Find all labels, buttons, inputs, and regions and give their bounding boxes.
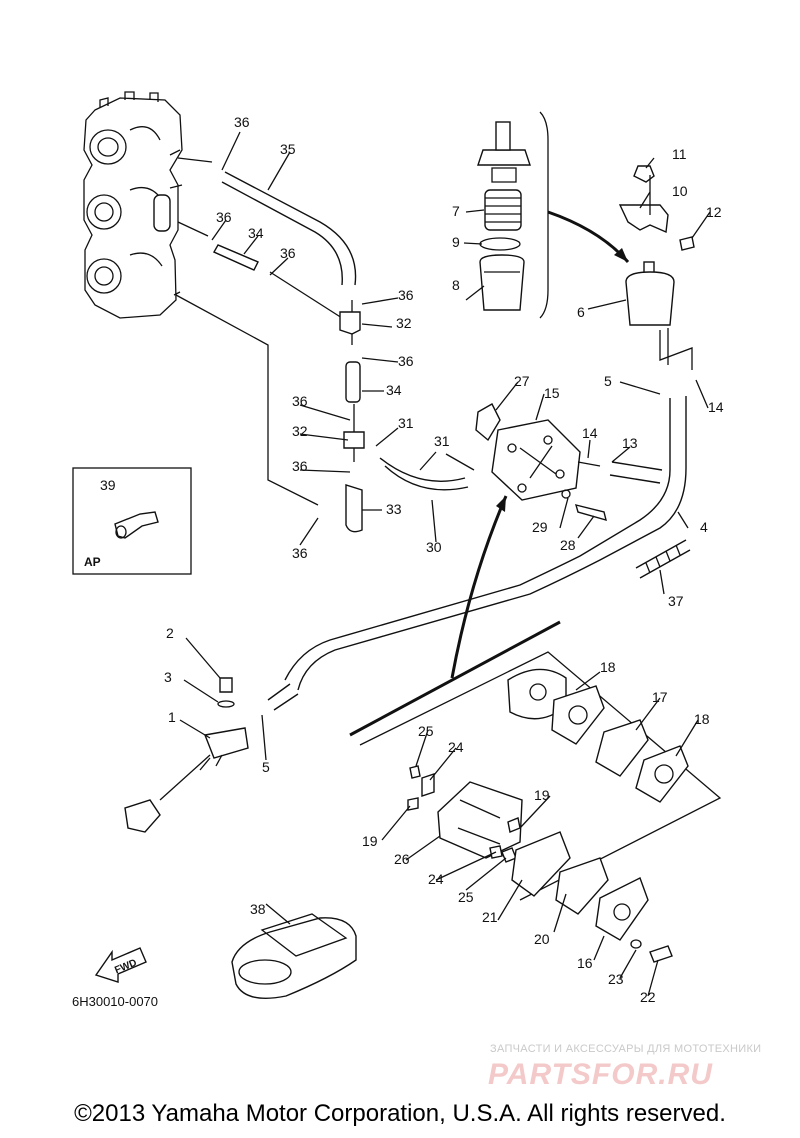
watermark-logo: PARTSFOR.RU: [488, 1058, 713, 1091]
callout-28: 28: [560, 537, 576, 553]
callout-36d: 36: [398, 287, 414, 303]
callout-37: 37: [668, 593, 684, 609]
callout-36f: 36: [292, 393, 308, 409]
callout-24b: 24: [428, 871, 444, 887]
callout-16: 16: [577, 955, 593, 971]
copyright-footer: ©2013 Yamaha Motor Corporation, U.S.A. A…: [74, 1100, 726, 1127]
callout-33: 33: [386, 501, 402, 517]
leader-lines: [179, 131, 711, 997]
upper-hoses: [175, 157, 469, 533]
callout-38: 38: [250, 901, 266, 917]
callout-35: 35: [280, 141, 296, 157]
callout-4: 4: [700, 519, 708, 535]
callout-13: 13: [622, 435, 638, 451]
callout-18a: 18: [600, 659, 616, 675]
callout-23: 23: [608, 971, 624, 987]
diagram-code: 6H30010-0070: [72, 994, 158, 1009]
fuel-filter-group: [477, 111, 630, 319]
cover-38: [231, 913, 357, 999]
callout-17: 17: [652, 689, 668, 705]
callout-10: 10: [672, 183, 688, 199]
callout-36a: 36: [234, 114, 250, 130]
callout-22: 22: [640, 989, 656, 1005]
callout-6: 6: [577, 304, 585, 320]
callout-29: 29: [532, 519, 548, 535]
callout-32b: 32: [292, 423, 308, 439]
carburetor-assembly: [83, 91, 183, 319]
callout-24a: 24: [448, 739, 464, 755]
callout-14a: 14: [708, 399, 724, 415]
callout-5a: 5: [604, 373, 612, 389]
callout-34a: 34: [248, 225, 264, 241]
callout-15: 15: [544, 385, 560, 401]
callout-32a: 32: [396, 315, 412, 331]
callout-36c: 36: [280, 245, 296, 261]
callout-36g: 36: [292, 458, 308, 474]
callout-25a: 25: [418, 723, 434, 739]
callout-39: 39: [100, 477, 116, 493]
callout-20: 20: [534, 931, 550, 947]
callout-11: 11: [672, 146, 687, 162]
callout-36e: 36: [398, 353, 414, 369]
callout-26: 26: [394, 851, 410, 867]
fwd-arrow: [94, 947, 147, 983]
callout-14b: 14: [582, 425, 598, 441]
callout-19a: 19: [534, 787, 550, 803]
callout-36b: 36: [216, 209, 232, 225]
callout-9: 9: [452, 234, 460, 250]
fuel-joint-1: [124, 677, 299, 833]
callout-31a: 31: [398, 415, 414, 431]
inset-ap-label: AP: [84, 555, 101, 569]
watermark-tagline: ЗАПЧАСТИ И АКСЕССУАРЫ ДЛЯ МОТОТЕХНИКИ: [490, 1043, 762, 1055]
callout-18b: 18: [694, 711, 710, 727]
callout-27: 27: [514, 373, 530, 389]
fuel-pump-15: [284, 396, 687, 691]
callout-12: 12: [706, 204, 722, 220]
callout-8: 8: [452, 277, 460, 293]
callout-7: 7: [452, 203, 460, 219]
inset-ap: [72, 467, 192, 575]
callout-34b: 34: [386, 382, 402, 398]
callout-labels: 1 2 3 4 5 5 6 7 8 9 10 11 12 13 14 14 15…: [72, 114, 724, 1009]
callout-31b: 31: [434, 433, 450, 449]
fuel-filter-6: [618, 165, 695, 370]
callout-19b: 19: [362, 833, 378, 849]
spring-37: [635, 539, 691, 579]
callout-5b: 5: [262, 759, 270, 775]
callout-21: 21: [482, 909, 498, 925]
callout-30: 30: [426, 539, 442, 555]
callout-36h: 36: [292, 545, 308, 561]
callout-25b: 25: [458, 889, 474, 905]
callout-2: 2: [166, 625, 174, 641]
callout-1: 1: [168, 709, 176, 725]
callout-3: 3: [164, 669, 172, 685]
